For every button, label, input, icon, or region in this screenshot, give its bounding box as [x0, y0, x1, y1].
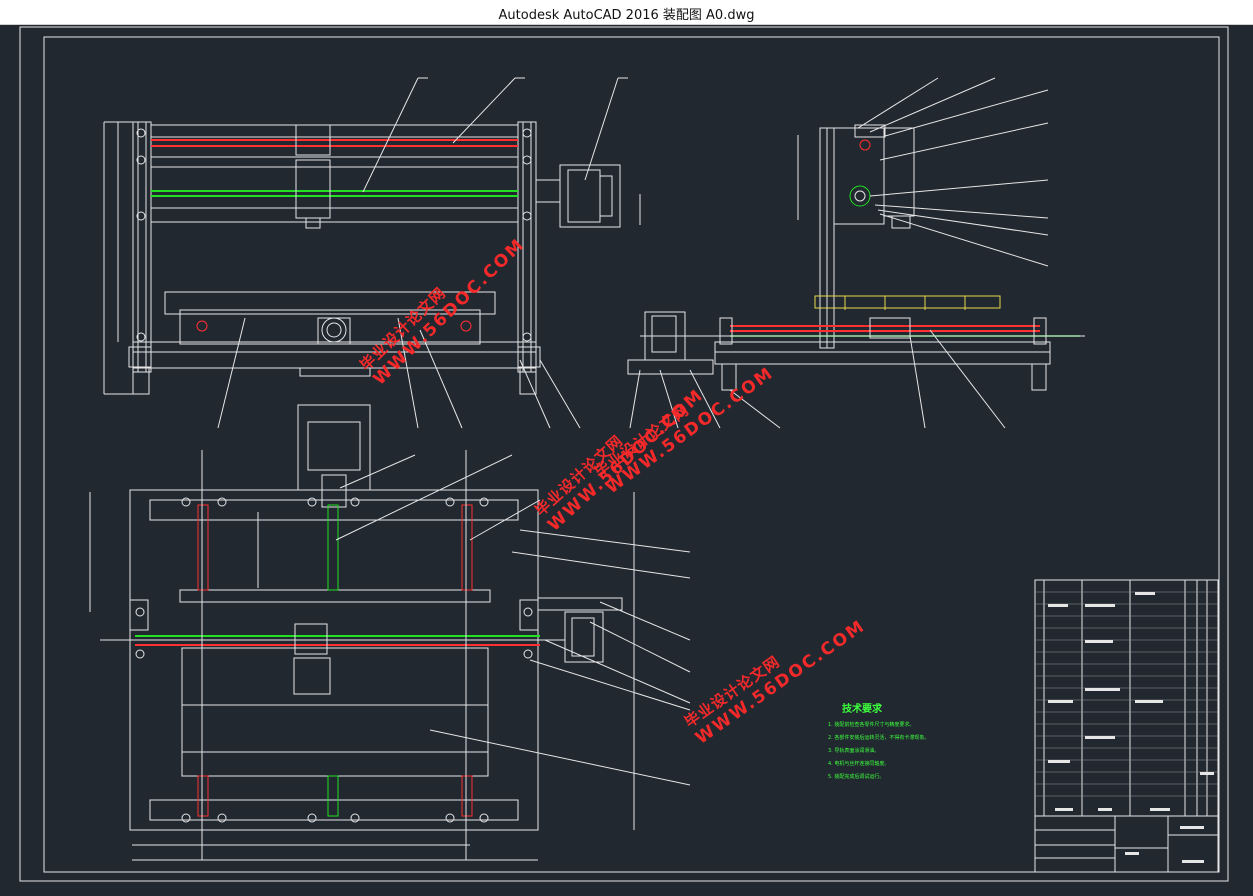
top-view — [89, 404, 691, 861]
tech-item-1: 1. 装配前检查各零件尺寸与精度要求。 — [828, 722, 915, 728]
tech-item-3: 3. 导轨表面涂润滑油。 — [828, 748, 880, 754]
front-view — [103, 77, 641, 429]
title-bar: Autodesk AutoCAD 2016 装配图 A0.dwg — [0, 0, 1253, 25]
parts-list-text-marks — [1048, 592, 1214, 863]
drawing-canvas[interactable]: 毕业设计论文网 WWW.56DOC.COM 毕业设计论文网 WWW.56DOC.… — [0, 25, 1253, 896]
window-title: Autodesk AutoCAD 2016 装配图 A0.dwg — [498, 8, 755, 23]
tech-item-4: 4. 电机与丝杆连接同轴度。 — [828, 761, 890, 767]
side-view — [627, 77, 1085, 429]
outer-border — [19, 26, 1229, 882]
tech-requirements: 技术要求 1. 装配前检查各零件尺寸与精度要求。 2. 各部件安装后运转灵活，不… — [828, 700, 1018, 784]
inner-border — [43, 36, 1220, 873]
tech-item-5: 5. 装配完成后调试运行。 — [828, 774, 885, 780]
parts-list-rows — [1035, 591, 1218, 797]
tech-requirements-heading: 技术要求 — [842, 704, 882, 715]
tech-item-2: 2. 各部件安装后运转灵活，不得有卡滞现象。 — [828, 735, 930, 741]
title-block — [1034, 815, 1219, 873]
parts-list — [1034, 579, 1219, 817]
drawing-svg — [19, 26, 1229, 882]
